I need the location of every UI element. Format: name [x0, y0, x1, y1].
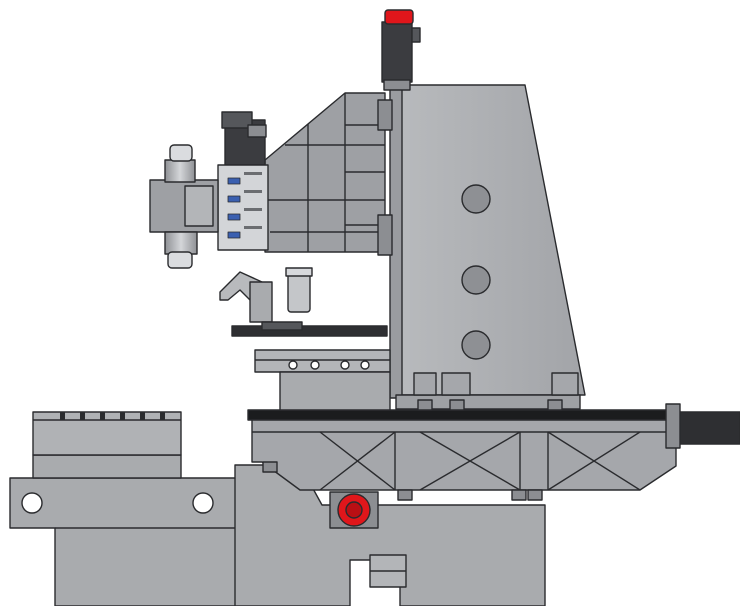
z-axis-motor — [381, 9, 421, 91]
column-saddle — [247, 409, 677, 501]
lift-hole-right — [192, 492, 214, 514]
spindle-headstock — [264, 92, 393, 256]
column-bore-upper — [461, 184, 491, 214]
work-table — [32, 411, 182, 479]
servo-motor-bottom — [329, 491, 379, 529]
base-bed — [9, 464, 546, 606]
machine-column — [389, 84, 586, 411]
y-axis-ballscrew — [665, 403, 740, 449]
tool-magazine-disc — [231, 325, 388, 337]
column-bore-middle — [461, 265, 491, 295]
lift-hole-left — [21, 492, 43, 514]
spindle-unit — [149, 144, 219, 269]
fixture-assembly — [219, 267, 391, 411]
column-bore-lower — [461, 330, 491, 360]
linear-rail — [247, 409, 677, 421]
tool-changer — [217, 111, 269, 251]
